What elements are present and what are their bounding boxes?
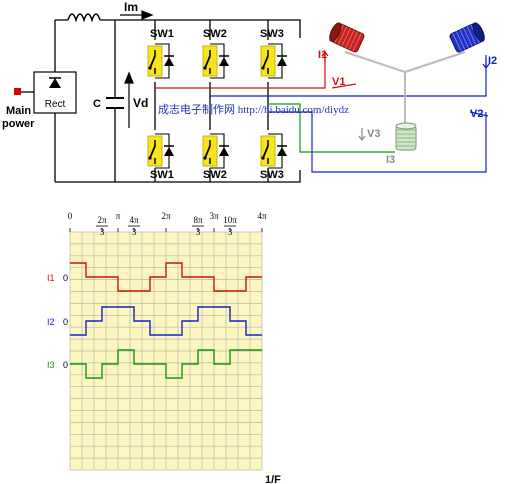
main-power-label: power bbox=[2, 118, 35, 130]
power-terminal bbox=[14, 88, 21, 95]
switch-label: SW2 bbox=[203, 28, 227, 40]
main-power-label: Main bbox=[6, 105, 31, 117]
waveform-chart: 02π3π4π32π8π33π10π34πI10I20I30 bbox=[47, 211, 267, 471]
diode-icon bbox=[268, 133, 287, 169]
rectifier: Rect bbox=[33, 71, 77, 114]
switch-icon bbox=[148, 140, 156, 164]
switch-label: SW3 bbox=[260, 169, 284, 181]
switch-module bbox=[260, 43, 287, 79]
series-line bbox=[70, 349, 262, 379]
svg-text:8π: 8π bbox=[193, 215, 203, 225]
svg-text:4π: 4π bbox=[129, 215, 139, 225]
x-tick-label: 0 bbox=[68, 211, 73, 221]
series-line bbox=[70, 262, 262, 292]
capacitor-label: C bbox=[93, 98, 101, 110]
x-tick-label: 3π bbox=[209, 211, 219, 221]
inductor-icon bbox=[67, 13, 101, 23]
switch-icon bbox=[148, 50, 156, 74]
x-axis-label: 1/F bbox=[265, 474, 281, 484]
current-label: I2 bbox=[488, 55, 497, 67]
x-tick-label: 4π bbox=[257, 211, 267, 221]
im-arrow-icon bbox=[120, 10, 154, 20]
current-label: I3 bbox=[386, 154, 395, 166]
vd-label: Vd bbox=[133, 96, 148, 110]
svg-text:3π: 3π bbox=[209, 211, 219, 221]
switch-module bbox=[202, 133, 229, 169]
svg-text:2π: 2π bbox=[97, 215, 107, 225]
series-label: I1 bbox=[47, 273, 55, 283]
switch-icon bbox=[261, 50, 269, 74]
zero-label: 0 bbox=[63, 317, 68, 327]
switch-module bbox=[202, 43, 229, 79]
svg-text:0: 0 bbox=[68, 211, 73, 221]
voltage-label: V1 bbox=[332, 76, 345, 88]
svg-text:10π: 10π bbox=[223, 215, 237, 225]
switch-module bbox=[260, 133, 287, 169]
watermark-text: 成志电子制作网 http://hi.baidu.com/diydz bbox=[158, 103, 349, 116]
switch-icon bbox=[261, 140, 269, 164]
diode-icon bbox=[210, 43, 229, 79]
diode-icon bbox=[155, 43, 174, 79]
switch-module bbox=[147, 133, 174, 169]
x-tick-label: π bbox=[116, 211, 121, 221]
diode-icon bbox=[49, 78, 61, 88]
svg-text:π: π bbox=[116, 211, 121, 221]
rect-label: Rect bbox=[45, 99, 66, 110]
switch-icon bbox=[203, 140, 211, 164]
coil-icon bbox=[329, 22, 485, 151]
zero-label: 0 bbox=[63, 360, 68, 370]
switch-label: SW1 bbox=[150, 28, 174, 40]
diode-icon bbox=[155, 133, 174, 169]
switch-label: SW1 bbox=[150, 169, 174, 181]
svg-text:2π: 2π bbox=[161, 211, 171, 221]
switch-icon bbox=[203, 50, 211, 74]
diode-icon bbox=[210, 133, 229, 169]
switch-label: SW3 bbox=[260, 28, 284, 40]
switch-module bbox=[147, 43, 174, 79]
voltage-label: V3 bbox=[367, 128, 380, 140]
x-tick-label: 2π bbox=[161, 211, 171, 221]
im-label: Im bbox=[124, 0, 138, 14]
diode-icon bbox=[268, 43, 287, 79]
series-line bbox=[70, 306, 262, 336]
series-label: I3 bbox=[47, 360, 55, 370]
switch-group bbox=[147, 43, 287, 169]
capacitor-icon bbox=[106, 97, 124, 109]
series-label: I2 bbox=[47, 317, 55, 327]
zero-label: 0 bbox=[63, 273, 68, 283]
circuit-wires bbox=[20, 19, 301, 183]
vd-arrow-icon bbox=[124, 71, 134, 128]
switch-label: SW2 bbox=[203, 169, 227, 181]
svg-text:4π: 4π bbox=[257, 211, 267, 221]
